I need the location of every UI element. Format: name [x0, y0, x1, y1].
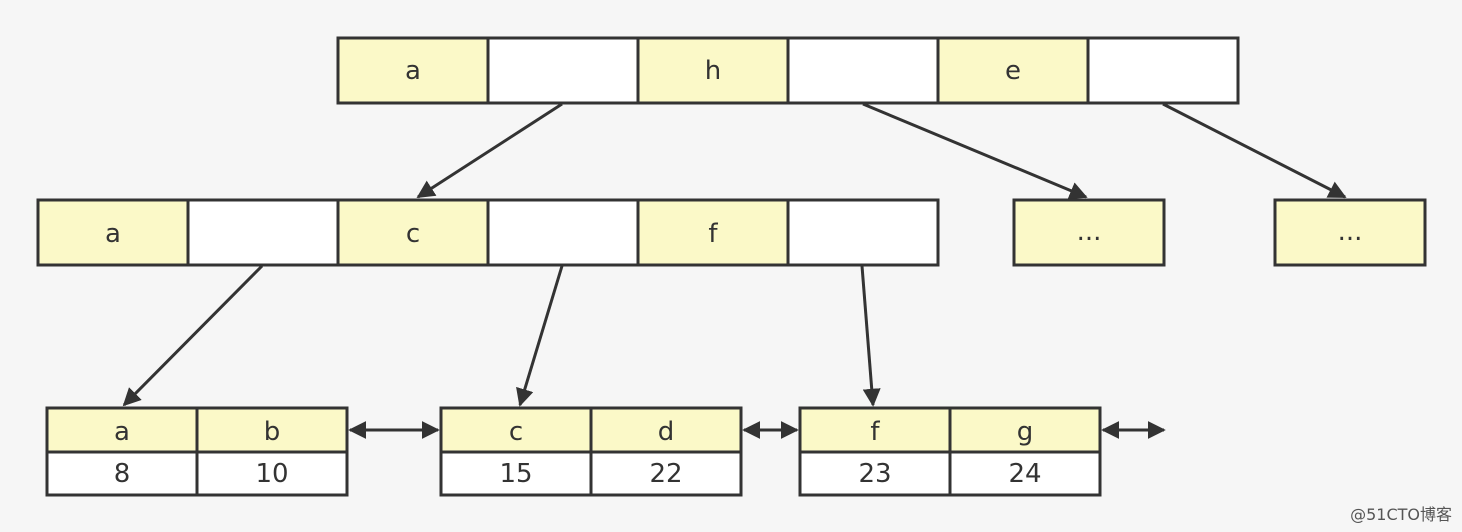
leaf-key-cell: [195, 406, 349, 454]
internal-key-cell-3: [636, 198, 790, 267]
edge-root-to-internal: [416, 102, 563, 199]
collapsed-node: ...: [1273, 198, 1427, 267]
internal-key-label: a: [105, 219, 121, 249]
root-pointer-cell-1: [486, 36, 640, 105]
leaf-key-label: b: [264, 417, 281, 447]
collapsed-node-box: [1012, 198, 1166, 267]
leaf-node: c d 15 22: [439, 406, 743, 497]
root-key-label: h: [705, 56, 721, 86]
watermark: @51CTO博客: [1350, 505, 1452, 524]
edge-internal-to-leaf-2: [516, 265, 564, 407]
root-key-label: a: [405, 56, 421, 86]
leaf-node: a b 8 10: [45, 406, 349, 497]
collapsed-node-label: ...: [1338, 217, 1363, 247]
internal-pointer-cell-2: [486, 198, 640, 267]
edge-root-to-collapsed-node-2: [1162, 102, 1347, 199]
root-key-cell-3: [936, 36, 1090, 105]
leaf-value-label: 22: [649, 459, 682, 489]
internal-key-label: c: [406, 219, 420, 249]
edge-internal-to-leaf-3: [860, 265, 881, 407]
leaf-value-label: 8: [114, 459, 131, 489]
leaf-key-label: c: [509, 417, 523, 447]
root-key-cell-1: [336, 36, 490, 105]
root-pointer-cell-2: [786, 36, 940, 105]
leaf-key-label: a: [114, 417, 130, 447]
leaf-value-cell: [798, 450, 952, 497]
leaf-value-cell: [948, 450, 1102, 497]
leaf-key-cell: [798, 406, 952, 454]
leaf-value-label: 23: [858, 459, 891, 489]
root-pointer-cell-3: [1086, 36, 1240, 105]
root-key-cell-2: [636, 36, 790, 105]
internal-node: a c f: [36, 198, 940, 267]
leaf-key-cell: [589, 406, 743, 454]
collapsed-node: ...: [1012, 198, 1166, 267]
internal-pointer-cell-3: [786, 198, 940, 267]
leaf-value-cell: [589, 450, 743, 497]
leaf-value-cell: [195, 450, 349, 497]
collapsed-node-label: ...: [1077, 217, 1102, 247]
root-node: a h e: [336, 36, 1240, 105]
internal-key-label: f: [708, 219, 718, 249]
edge-root-to-collapsed-node-1: [862, 102, 1088, 200]
leaf-value-label: 24: [1008, 459, 1041, 489]
internal-pointer-cell-1: [186, 198, 340, 267]
leaf-key-label: g: [1017, 417, 1034, 447]
leaf-key-label: d: [658, 417, 675, 447]
internal-key-cell-2: [336, 198, 490, 267]
leaf-node: f g 23 24: [798, 406, 1102, 497]
leaf-key-label: f: [870, 417, 880, 447]
collapsed-node-box: [1273, 198, 1427, 267]
edge-internal-to-leaf-1: [122, 264, 264, 407]
root-key-label: e: [1005, 56, 1021, 86]
leaf-value-label: 10: [255, 459, 288, 489]
leaf-value-label: 15: [499, 459, 532, 489]
